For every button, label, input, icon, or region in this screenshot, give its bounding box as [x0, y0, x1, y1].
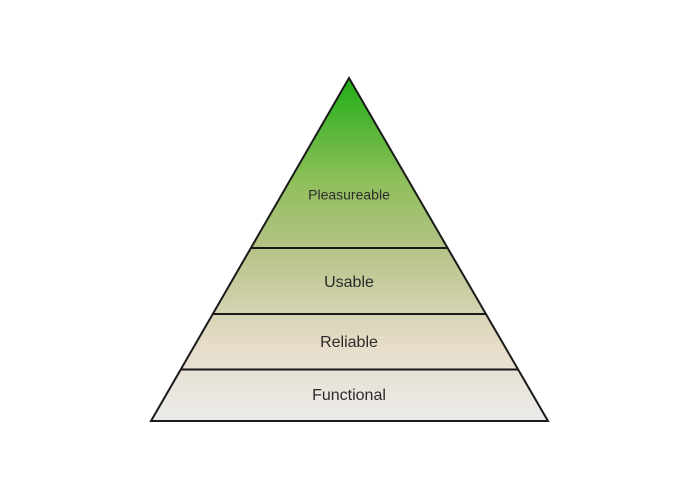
tier-label-usable: Usable — [324, 274, 374, 291]
tier-label-pleasureable: Pleasureable — [308, 187, 390, 203]
tier-label-reliable: Reliable — [320, 334, 378, 351]
pyramid-body — [149, 76, 550, 422]
tier-label-functional: Functional — [312, 387, 386, 404]
